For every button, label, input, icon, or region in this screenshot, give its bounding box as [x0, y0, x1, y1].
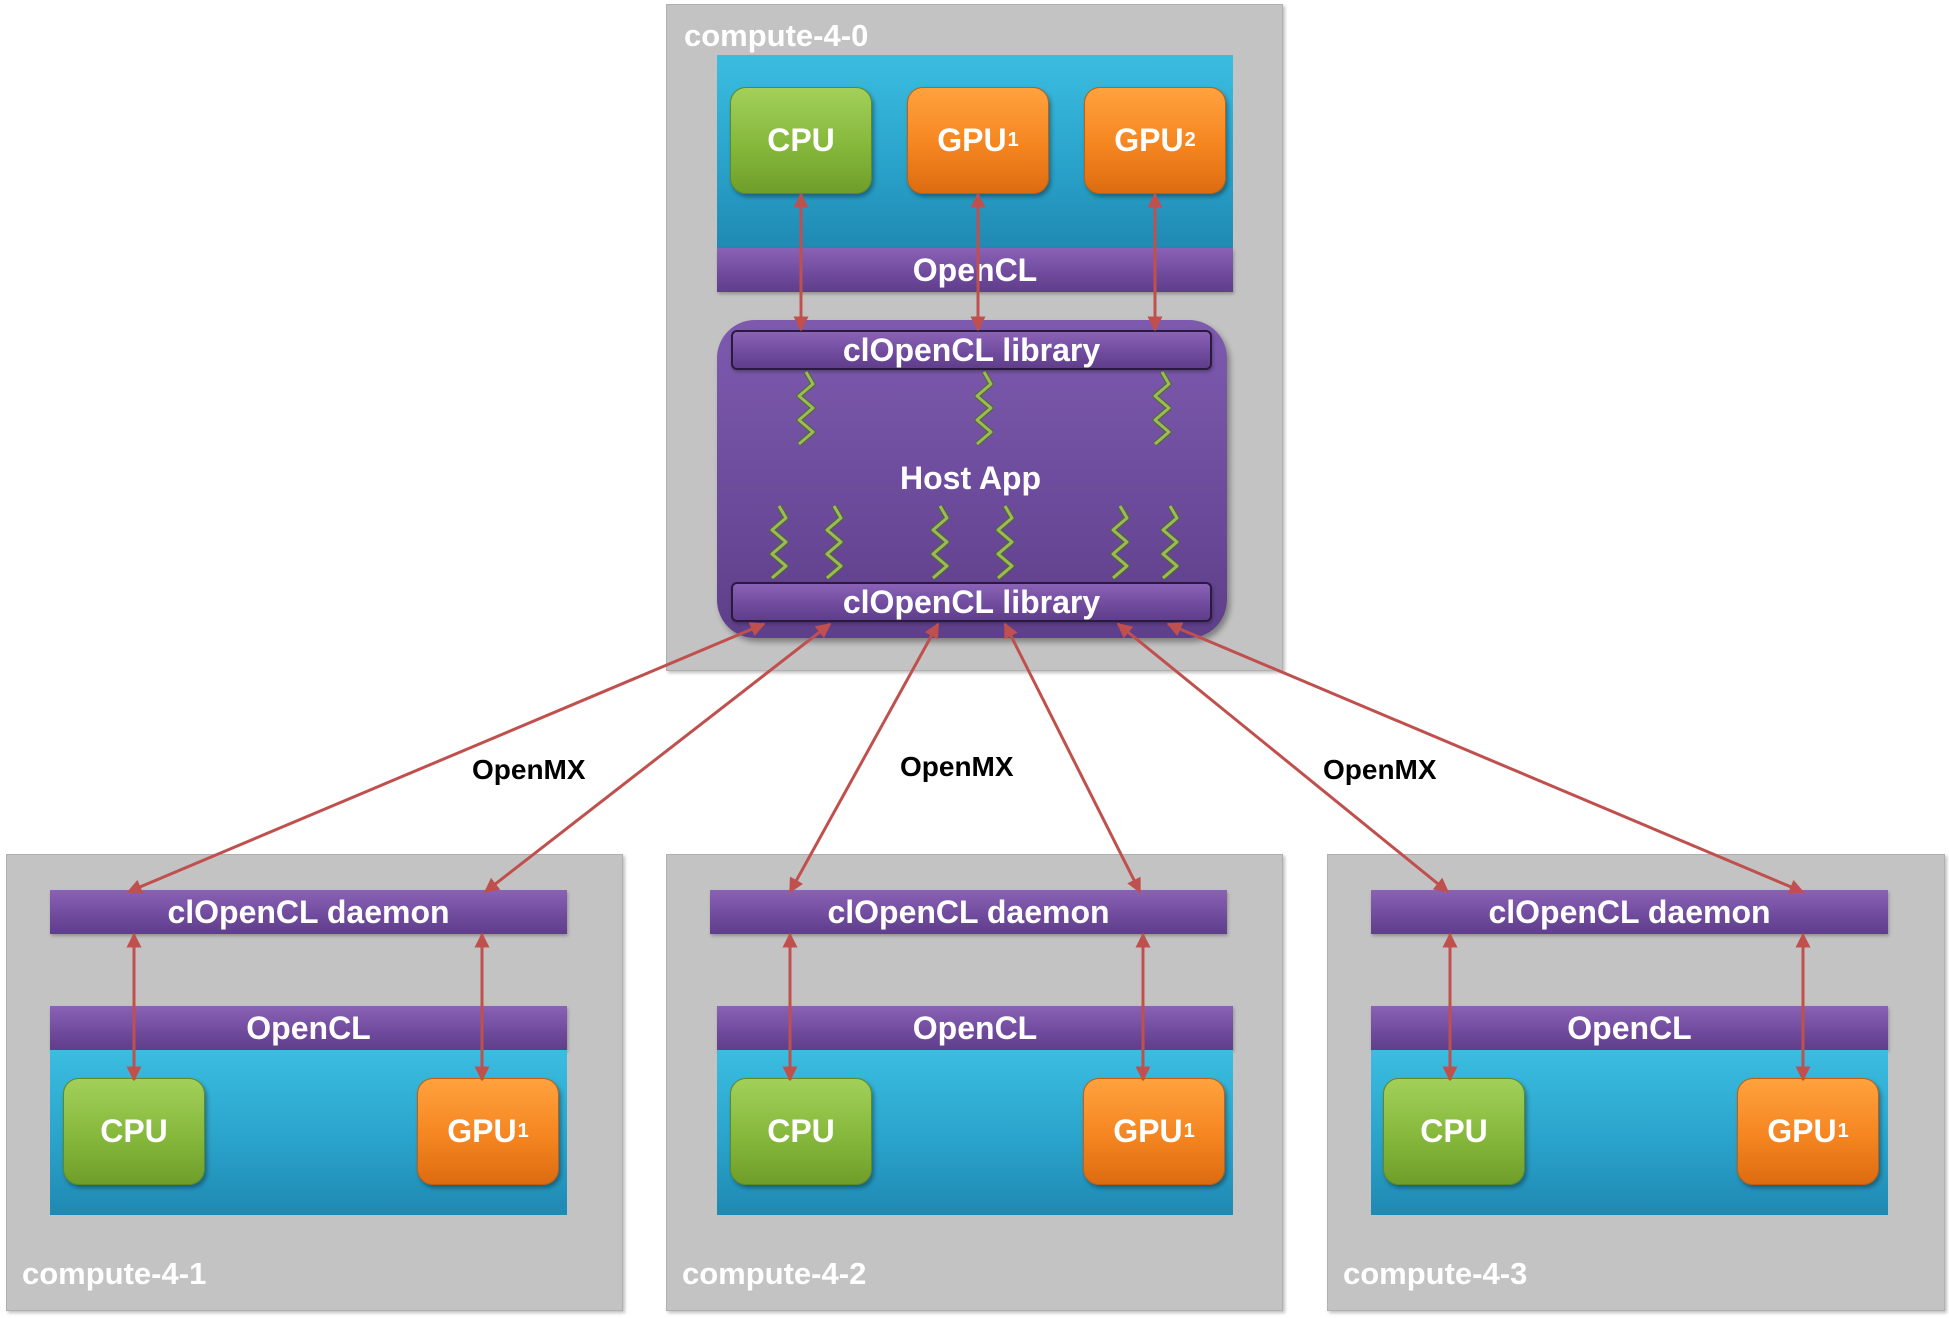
gpu-index: 2 — [1184, 129, 1196, 151]
clopencl-daemon-2: clOpenCL daemon — [710, 890, 1227, 934]
cpu-label: CPU — [1420, 1113, 1488, 1149]
clopencl-daemon-1: clOpenCL daemon — [50, 890, 567, 934]
gpu-label: GPU — [447, 1113, 517, 1149]
cpu-1: CPU — [63, 1078, 205, 1185]
cpu-label: CPU — [767, 1113, 835, 1149]
clopencl-library-top: clOpenCL library — [731, 330, 1212, 370]
cpu-3: CPU — [1383, 1078, 1525, 1185]
opencl-layer-master: OpenCL — [717, 248, 1233, 292]
opencl-layer-3: OpenCL — [1371, 1006, 1888, 1050]
gpu-index: 1 — [517, 1120, 529, 1142]
cpu-2: CPU — [730, 1078, 872, 1185]
cpu-label: CPU — [100, 1113, 168, 1149]
node-name-compute-4-2: compute-4-2 — [682, 1256, 867, 1291]
gpu-index: 1 — [1837, 1120, 1849, 1142]
opencl-layer-2: OpenCL — [717, 1006, 1233, 1050]
clopencl-daemon-3: clOpenCL daemon — [1371, 890, 1888, 934]
node-name-compute-4-3: compute-4-3 — [1343, 1256, 1528, 1291]
gpu-index: 1 — [1007, 129, 1019, 151]
node-name-compute-4-1: compute-4-1 — [22, 1256, 207, 1291]
gpu-index: 1 — [1183, 1120, 1195, 1142]
link-label-openmx-1: OpenMX — [472, 754, 586, 785]
node-name-compute-4-0: compute-4-0 — [684, 18, 869, 53]
clopencl-library-bottom: clOpenCL library — [731, 582, 1212, 622]
opencl-layer-1: OpenCL — [50, 1006, 567, 1050]
gpu-label: GPU — [1113, 1113, 1183, 1149]
cpu-label: CPU — [767, 122, 835, 158]
gpu-label: GPU — [1114, 122, 1184, 158]
link-label-openmx-3: OpenMX — [1323, 754, 1437, 785]
gpu-label: GPU — [1767, 1113, 1837, 1149]
host-app-label: Host App — [900, 460, 1042, 496]
cpu-master: CPU — [730, 87, 872, 194]
link-label-openmx-2: OpenMX — [900, 751, 1014, 782]
gpu-label: GPU — [937, 122, 1007, 158]
